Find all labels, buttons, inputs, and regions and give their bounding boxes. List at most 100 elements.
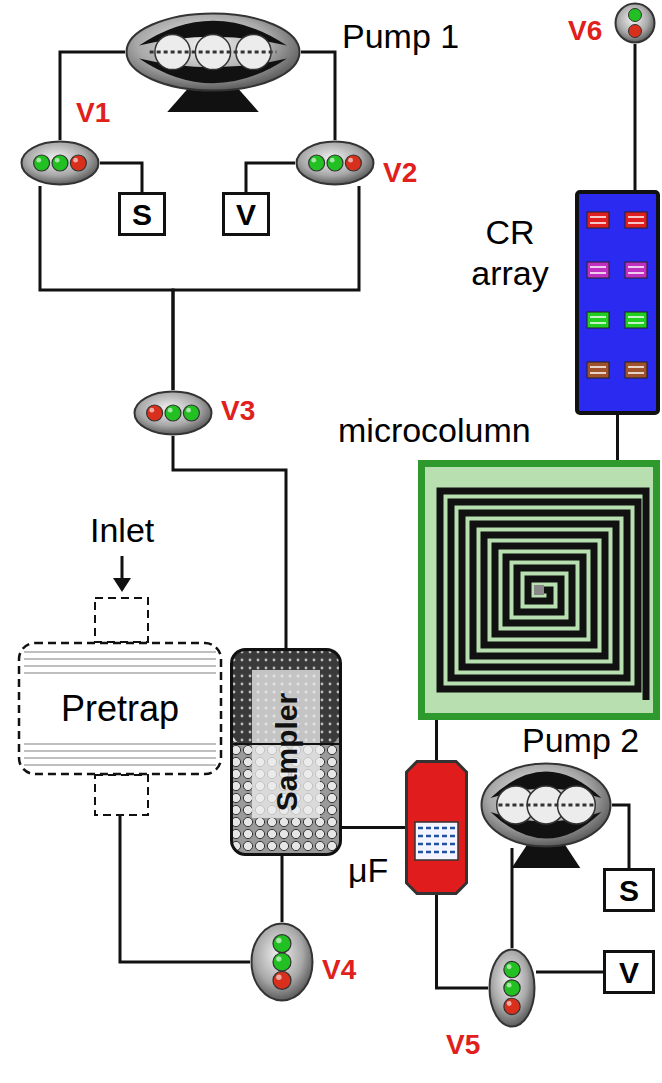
tubing-connector [282,856,283,922]
valve-drawing-part [629,9,642,22]
reservoir-box: S [118,192,166,236]
pump-drawing-part [512,844,581,868]
box-letter: V [236,198,256,231]
sensor-array-drawing-part [590,222,606,224]
sensor-array-drawing-part [590,272,606,274]
sensor-array: CR array [575,190,660,415]
tubing-connector-part [511,848,514,948]
sensor-array-drawing-part [628,266,644,268]
sensor-array-drawing-part [628,216,644,218]
valve-drawing-part [616,4,655,43]
valve-drawing [20,140,100,186]
tubing-connector [436,720,437,760]
pretrap-tube-drawing-part [24,651,216,653]
valve-label: V5 [446,1030,480,1061]
sensor-array-drawing-part [628,372,644,374]
sensor-array-drawing-part [628,222,644,224]
sensor-array-drawing-part [587,212,609,228]
sampler-tube: Sampler [230,648,342,856]
tubing-connector-part [40,186,173,390]
reservoir-box: V [222,192,270,236]
tubing-connector [635,44,636,190]
valve: V6 [614,2,656,44]
valve-drawing-part [273,935,291,953]
sensor-array-drawing-part [625,262,647,278]
microcolumn-chip-drawing [418,460,660,720]
pump: Pump 2 [480,762,612,848]
pretrap-tube-drawing-part [24,750,216,752]
tubing-connector [342,827,405,828]
valve: V2 [295,140,375,186]
box-letter: V [619,956,639,989]
microcolumn-chip-drawing-part [418,460,660,720]
microcolumn-chip: microcolumn [418,460,660,720]
valve-label: V2 [383,158,417,189]
pretrap-tube-drawing-part [24,764,216,766]
sensor-array-drawing-part [590,366,606,368]
valve-drawing-part [276,938,281,943]
valve-drawing-part [186,408,191,413]
part-name: Pump 1 [342,18,459,55]
tubing-connector-part [536,971,603,974]
tubing-connector-part [435,720,438,760]
valve-drawing-part [311,158,316,163]
valve: V5 [488,948,536,1028]
pretrap-tube: Pretrap [18,642,222,775]
valve-label: V4 [322,955,356,986]
pump: Pump 1 [125,12,301,92]
sensor-array-drawing-part [625,312,647,328]
sensor-array-drawing-part [587,312,609,328]
part-name: Sampler [270,693,303,811]
pump-drawing [125,12,301,92]
valve: V1 [20,140,100,186]
valve-drawing-part [330,158,335,163]
box-letter: S [132,198,152,231]
valve-drawing-part [276,975,281,980]
valve-label: V6 [568,16,602,47]
tubing-connector-part [100,163,142,192]
filter-block-drawing-part [418,851,455,854]
pump-drawing [480,762,612,848]
sensor-array-drawing-part [590,266,606,268]
sensor-array-drawing-part [628,316,644,318]
pretrap-tube-drawing-part [19,643,221,774]
pretrap-tube-drawing-part [24,743,216,745]
valve-drawing-part [165,405,181,421]
valve-drawing-part [504,961,520,977]
part-name: Pretrap [61,689,179,729]
tubing-connector [100,163,142,192]
valve-drawing-part [504,980,520,996]
pump-drawing-part [482,764,611,847]
pump-drawing-part [127,14,300,91]
tubing-connector-part [634,44,637,190]
pump-drawing-part [498,804,593,807]
tubing-connector [612,805,629,868]
sensor-array-drawing-part [625,362,647,378]
microcolumn-chip-drawing-part [534,585,544,595]
filter-block-drawing-part [418,827,455,830]
tubing-connector [246,163,295,192]
valve-drawing [133,390,213,436]
inlet-arrow-shaft [121,556,124,580]
valve-drawing-part [135,392,212,435]
tubing-connector-part [437,895,489,988]
valve-drawing-part [34,155,50,171]
tubing-connector-part [301,52,335,140]
valve-drawing-part [507,1001,512,1006]
tubing-connector-part [173,436,286,648]
valve-drawing-part [149,408,154,413]
microcolumn-chip-drawing-part [425,467,653,713]
tubing-connector-part [342,826,405,829]
valve-drawing-part [276,956,281,961]
valve-drawing-part [507,983,512,988]
sensor-array-drawing-part [625,212,647,228]
valve-drawing-part [490,950,535,1027]
box-letter: S [619,874,639,907]
filter-block-drawing-part [418,843,455,846]
filter-block: μF [405,760,468,895]
sampler-tube-drawing-part [232,650,341,855]
pump-drawing-part [150,51,277,54]
valve-drawing-part [168,408,173,413]
valve: V4 [250,922,314,1002]
